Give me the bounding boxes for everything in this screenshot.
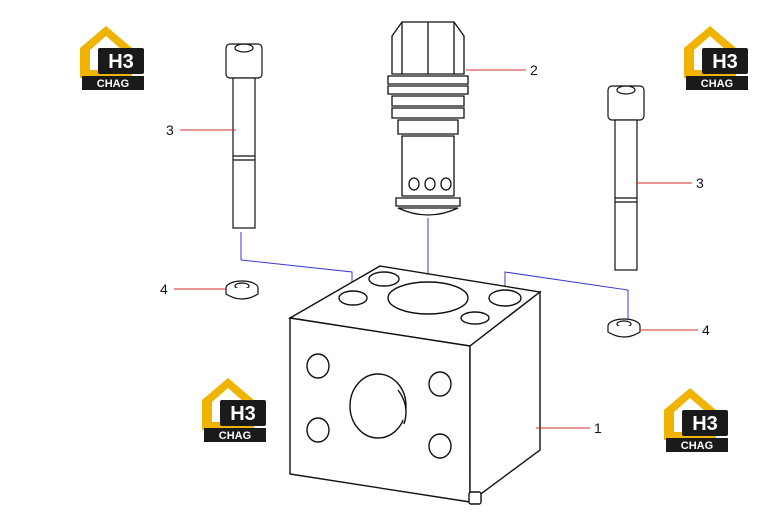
- watermark-logo-top-right: [684, 26, 748, 90]
- watermark-logo-mid-left: [202, 378, 266, 442]
- callout-3-left: 3: [166, 122, 174, 138]
- bolt-right: [607, 85, 645, 271]
- callout-4-right: 4: [702, 322, 710, 338]
- washer-right: [607, 318, 641, 338]
- manifold-block: [287, 265, 542, 505]
- watermark-logo-top-left: [80, 26, 144, 90]
- callout-3-right: 3: [696, 175, 704, 191]
- callout-2: 2: [530, 62, 538, 78]
- callout-1: 1: [594, 420, 602, 436]
- callout-4-left: 4: [160, 281, 168, 297]
- watermark-logo-mid-right: [664, 388, 728, 452]
- cartridge-valve: [387, 21, 469, 216]
- bolt-left: [225, 43, 263, 229]
- leader-lines: [174, 69, 698, 429]
- washer-left: [225, 280, 259, 300]
